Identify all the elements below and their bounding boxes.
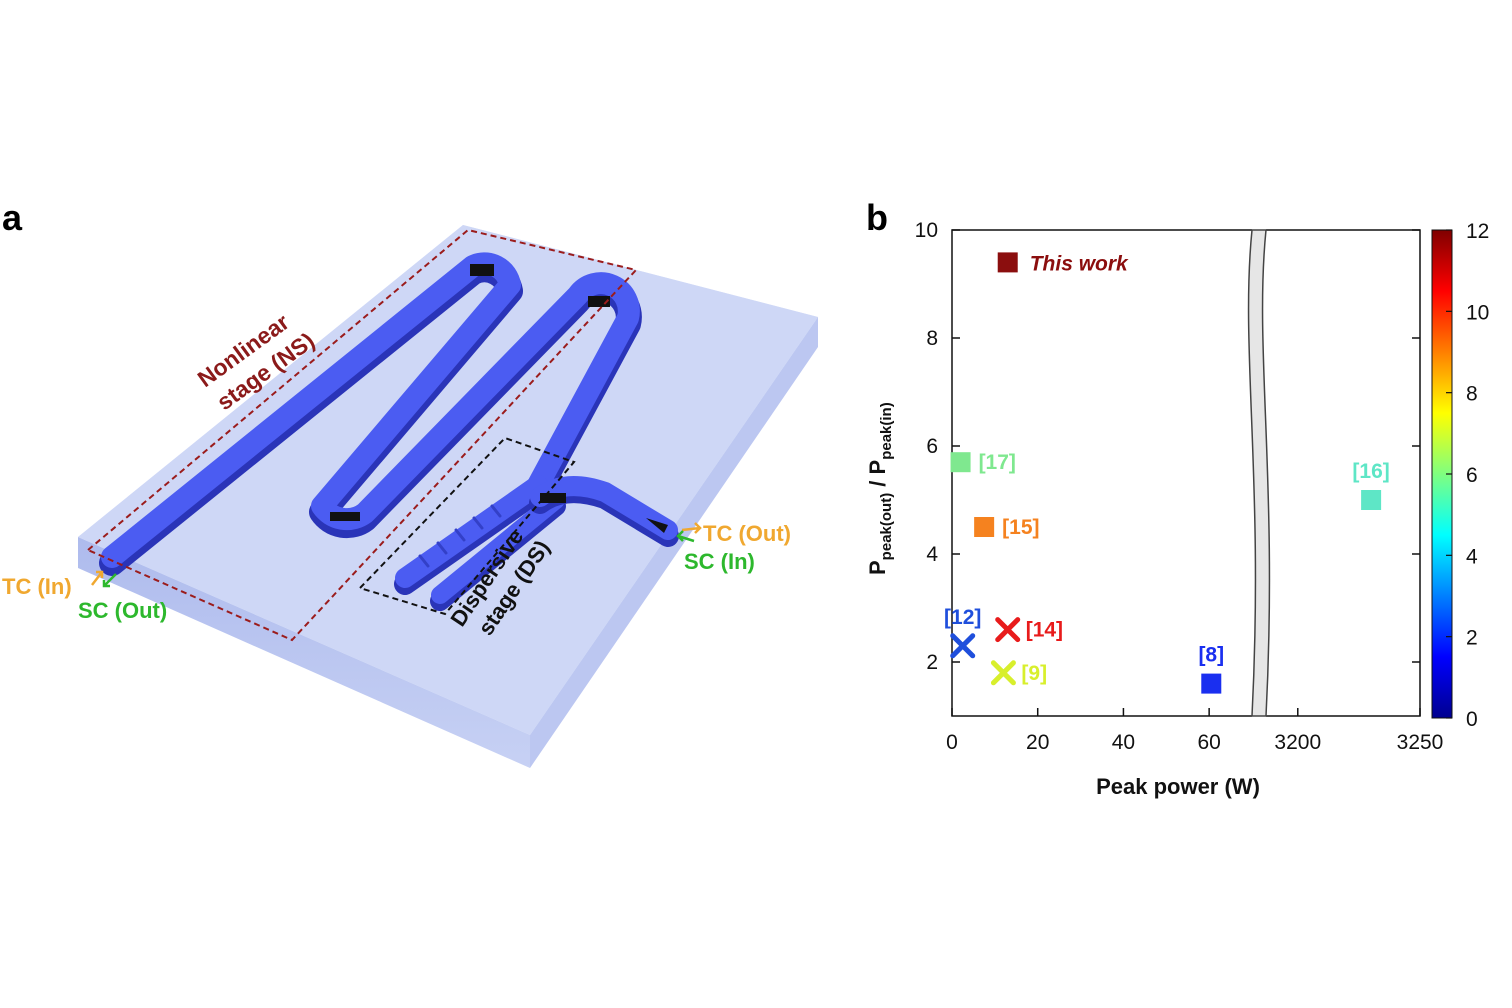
data-points: This work [17] [15] [12] [14] [9] [8] [16] <box>944 252 1390 694</box>
colorbar-tick-label: 6 <box>1466 464 1478 487</box>
dispersive-stage-box <box>358 436 576 616</box>
colorbar-tick-label: 2 <box>1466 627 1478 650</box>
y-axis-label: Ppeak(out) / Ppeak(in) <box>865 402 895 575</box>
colorbar-ticks: 0 2 4 6 8 10 12 <box>1446 220 1489 731</box>
port-arrows <box>91 522 702 588</box>
marker-cross <box>990 660 1016 686</box>
point-label: This work <box>1030 252 1129 275</box>
y-tick-label: 8 <box>926 327 938 350</box>
x-tick-label: 0 <box>946 731 958 754</box>
data-point: [12] <box>944 606 981 659</box>
data-point: [15] <box>974 516 1040 539</box>
marker-square <box>1201 673 1222 694</box>
point-label: [15] <box>1002 516 1039 539</box>
tc-in-label: TC (In) <box>2 574 72 599</box>
point-label: [9] <box>1021 662 1047 685</box>
x-tick-label: 40 <box>1112 731 1135 754</box>
data-point: [17] <box>950 451 1016 474</box>
waveguide <box>99 252 679 611</box>
y-tick-label: 4 <box>926 543 938 566</box>
y-axis-ticks: 2 4 6 8 10 <box>915 219 1420 674</box>
data-point: [16] <box>1352 460 1390 510</box>
tc-out-label: TC (Out) <box>703 521 791 546</box>
marker-square <box>974 517 995 537</box>
data-point: [8] <box>1198 644 1224 694</box>
x-axis-ticks: 0 20 40 60 3200 3250 <box>946 708 1443 754</box>
data-point: This work <box>997 252 1129 275</box>
point-label: [8] <box>1198 644 1224 667</box>
marker-square <box>997 252 1018 273</box>
plot-area-right <box>1266 229 1421 717</box>
data-point: [9] <box>990 660 1047 686</box>
x-axis-label: Peak power (W) <box>1096 774 1260 799</box>
sc-in-label: SC (In) <box>684 549 755 574</box>
colorbar-tick-label: 4 <box>1466 545 1478 568</box>
point-label: [16] <box>1352 460 1389 483</box>
marker-square <box>950 452 971 473</box>
colorbar-tick-label: 12 <box>1466 220 1489 243</box>
marker-cross <box>995 617 1021 643</box>
x-tick-label: 60 <box>1197 731 1220 754</box>
y-tick-label: 6 <box>926 435 938 458</box>
panel-a-letter: a <box>2 197 23 238</box>
y-tick-label: 2 <box>926 651 938 674</box>
colorbar-tick-label: 8 <box>1466 383 1478 406</box>
x-tick-label: 3200 <box>1274 731 1321 754</box>
point-label: [17] <box>979 451 1016 474</box>
point-label: [12] <box>944 606 981 629</box>
colorbar-tick-label: 10 <box>1466 301 1489 324</box>
marker-square <box>1361 490 1382 510</box>
plot-area-left <box>951 229 1252 717</box>
data-point: [14] <box>995 617 1063 643</box>
panel-b-letter: b <box>866 197 888 238</box>
x-tick-label: 20 <box>1026 731 1049 754</box>
colorbar: 0 2 4 6 8 10 12 <box>1431 220 1489 731</box>
axis-break <box>1247 229 1271 717</box>
point-label: [14] <box>1026 619 1063 642</box>
svg-text:Ppeak(out) / Ppeak(in): Ppeak(out) / Ppeak(in) <box>865 402 895 575</box>
x-tick-label: 3250 <box>1397 731 1444 754</box>
panel-a-device-schematic: a <box>2 197 818 768</box>
marker-cross <box>950 633 976 659</box>
sc-out-label: SC (Out) <box>78 598 167 623</box>
y-tick-label: 10 <box>915 219 938 242</box>
colorbar-tick-label: 0 <box>1466 708 1478 731</box>
nonlinear-stage-box <box>86 228 638 642</box>
